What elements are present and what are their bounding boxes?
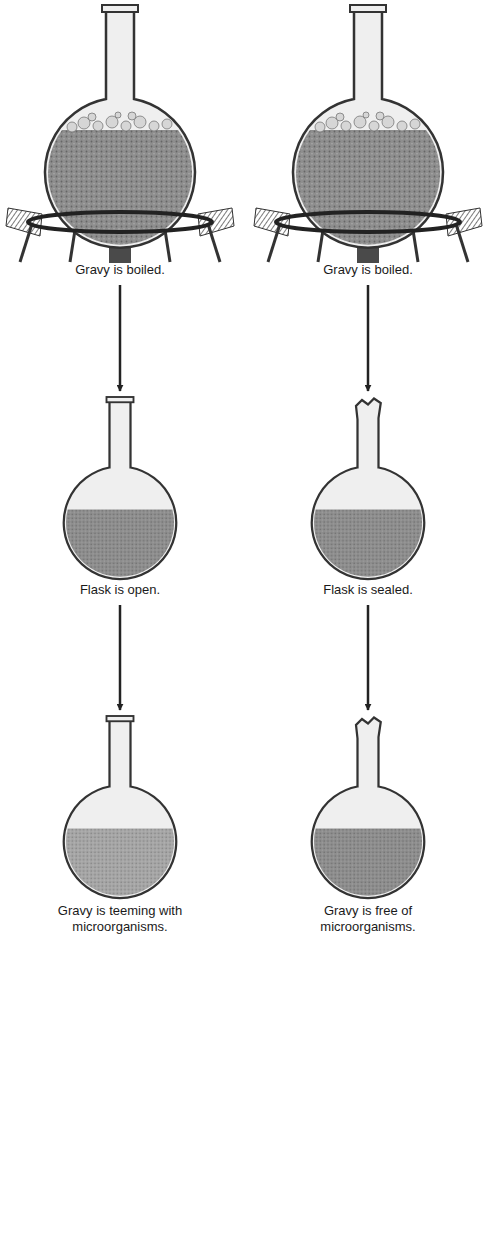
flask-stage: Gravy is free of microorganisms. bbox=[258, 713, 478, 939]
stage-caption: Flask is open. bbox=[55, 580, 185, 602]
picture-space bbox=[258, 394, 478, 580]
stage-caption: Flask is sealed. bbox=[303, 580, 433, 602]
flow-arrow bbox=[367, 605, 370, 710]
stage-caption: Gravy is boiled. bbox=[55, 260, 185, 282]
picture-space bbox=[258, 713, 478, 901]
flow-arrow bbox=[119, 605, 122, 710]
stage-caption: Gravy is free of microorganisms. bbox=[303, 901, 433, 939]
picture-space bbox=[10, 394, 230, 580]
flask-stage: Gravy is boiled. bbox=[10, 2, 230, 282]
flask-stage: Gravy is boiled. bbox=[258, 2, 478, 282]
flask-stage: Flask is sealed. bbox=[258, 394, 478, 602]
picture-space bbox=[10, 713, 230, 901]
flow-arrow bbox=[119, 285, 122, 391]
flask-stage: Gravy is teeming with microorganisms. bbox=[10, 713, 230, 939]
picture-space bbox=[258, 2, 478, 260]
flow-arrow bbox=[367, 285, 370, 391]
picture-space bbox=[10, 2, 230, 260]
flask-stage: Flask is open. bbox=[10, 394, 230, 602]
stage-caption: Gravy is boiled. bbox=[303, 260, 433, 282]
stage-caption: Gravy is teeming with microorganisms. bbox=[55, 901, 185, 939]
